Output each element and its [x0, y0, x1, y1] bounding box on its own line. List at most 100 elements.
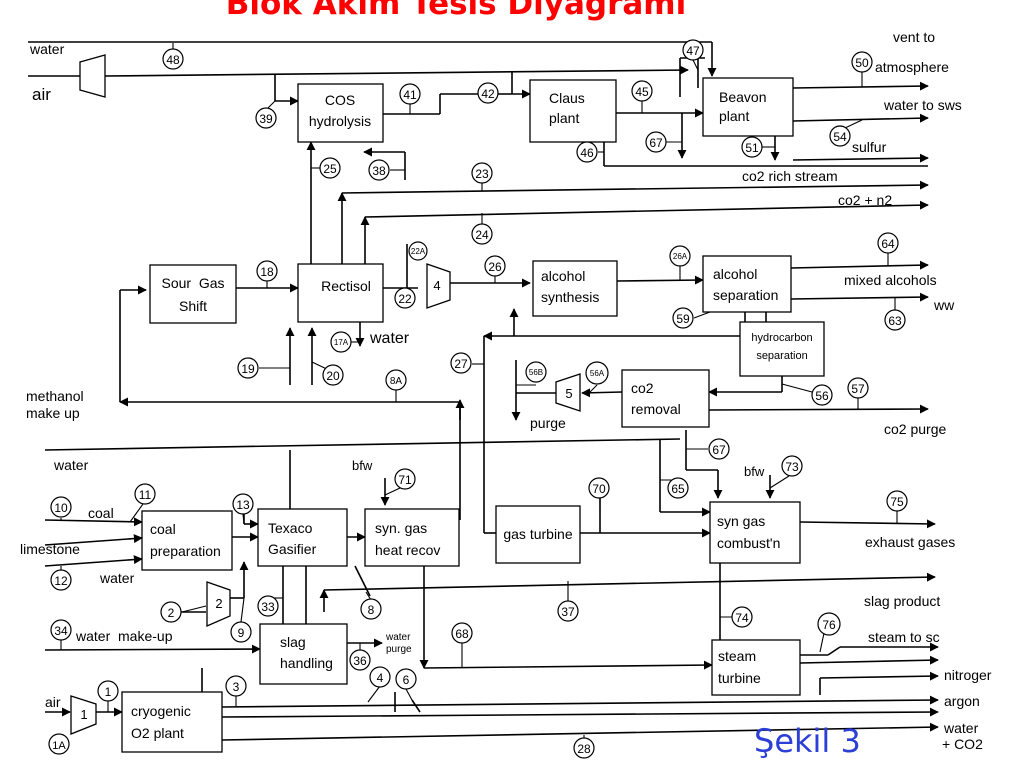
- stream-marker: 54: [829, 125, 851, 147]
- unit-label: alcohol: [541, 268, 585, 284]
- compressor-2: 2: [206, 581, 231, 627]
- stream-marker: 4: [369, 666, 391, 688]
- unit-box: [702, 255, 792, 313]
- flow-line: [799, 519, 936, 529]
- unit-claus-plant: Claus plant: [529, 79, 617, 143]
- flow-lines: [28, 41, 939, 741]
- stream-marker: 27: [450, 352, 472, 374]
- unit-label: separation: [713, 287, 778, 303]
- compressor-1: 1: [70, 695, 97, 735]
- label-purge: purge: [530, 415, 566, 431]
- stream-label: 23: [475, 167, 489, 181]
- stream-marker: 68: [451, 622, 473, 644]
- stream-marker: 23: [471, 162, 493, 184]
- label-sulfur: sulfur: [852, 139, 887, 155]
- label-slag-product: slag product: [864, 593, 940, 609]
- stream-label: 19: [241, 362, 255, 376]
- figure-caption: Şekil 3: [754, 722, 861, 760]
- label-water-make-up: water make-up: [75, 628, 173, 644]
- label-coal: coal: [88, 505, 114, 521]
- stream-marker: 48: [162, 48, 184, 70]
- label-water-rectisol: water: [369, 330, 410, 347]
- stream-label: 65: [671, 482, 685, 496]
- unit-alcohol-separation: alcohol separation: [702, 255, 792, 313]
- stream-marker: 33: [257, 595, 279, 617]
- compressor-4: 4: [426, 263, 451, 309]
- stream-marker: 22: [394, 287, 416, 309]
- unit-box: [121, 691, 223, 753]
- stream-marker: 34: [50, 619, 72, 641]
- unit-label: plant: [549, 110, 579, 126]
- stream-marker: 46: [576, 141, 598, 163]
- label-co2-rich-stream: co2 rich stream: [742, 168, 838, 184]
- label-make-up: make up: [26, 405, 80, 421]
- compressor-label: 5: [565, 386, 572, 401]
- flow-line: [354, 565, 371, 597]
- unit-box: [711, 639, 801, 696]
- flow-line: [411, 699, 421, 713]
- stream-label: 18: [260, 265, 274, 279]
- unit-label: Shift: [179, 298, 207, 314]
- unit-label: Texaco: [268, 520, 313, 536]
- unit-box: [297, 83, 384, 143]
- stream-label: 2: [168, 606, 175, 620]
- leader-line: [367, 685, 381, 703]
- compressor-air: [79, 54, 106, 98]
- stream-marker: 50: [851, 51, 873, 73]
- label-water-purge-2: purge: [386, 644, 412, 655]
- unit-box: [297, 263, 384, 323]
- stream-label: 8: [368, 603, 375, 617]
- unit-syn-gas-heat-recovery: syn. gas heat recov: [364, 508, 460, 567]
- unit-cos-hydrolysis: COS hydrolysis: [297, 83, 384, 143]
- stream-label: 22A: [411, 247, 426, 256]
- process-units: COS hydrolysis Claus plant Beavon plant …: [121, 77, 825, 753]
- stream-marker: 28: [573, 737, 595, 759]
- unit-label: Claus: [549, 90, 585, 106]
- unit-slag-handling: slag handling: [259, 623, 348, 685]
- stream-label: 12: [54, 574, 68, 588]
- compressor-shape: [206, 581, 231, 627]
- unit-label: Gasifier: [268, 541, 317, 557]
- unit-label: syn. gas: [375, 520, 427, 536]
- label-water-purge-1: water: [385, 632, 411, 643]
- stream-label: 9: [238, 626, 245, 640]
- stream-label: 42: [481, 87, 495, 101]
- stream-label: 51: [745, 141, 759, 155]
- diagram-title: Blok Akım Tesis Diyagramı: [225, 0, 687, 22]
- flow-line: [827, 646, 841, 656]
- unit-label: alcohol: [713, 266, 757, 282]
- stream-marker: 41: [399, 83, 421, 105]
- flow-labels: water air vent to atmosphere water to sw…: [20, 29, 992, 752]
- stream-marker: 11: [134, 483, 156, 505]
- stream-label: 26A: [673, 252, 688, 261]
- stream-marker: 22A: [408, 241, 428, 261]
- unit-label: steam: [718, 648, 756, 664]
- label-co2-purge: co2 purge: [884, 421, 946, 437]
- leader-line: [769, 475, 790, 489]
- stream-label: 36: [353, 654, 367, 668]
- flow-line: [221, 707, 939, 718]
- stream-marker: 76: [817, 612, 841, 636]
- stream-label: 45: [635, 85, 649, 99]
- unit-label: combust'n: [717, 535, 780, 551]
- label-nitrogen: nitroger: [944, 667, 992, 683]
- stream-label: 1: [105, 685, 112, 699]
- flow-line: [616, 275, 704, 285]
- stream-marker: 19: [237, 357, 259, 379]
- stream-label: 20: [326, 369, 340, 383]
- unit-syn-gas-combustion: syn gas combust'n: [709, 501, 801, 564]
- stream-label: 17A: [334, 338, 349, 347]
- flow-line: [341, 180, 929, 194]
- stream-label: 38: [372, 164, 386, 178]
- stream-label: 63: [888, 314, 902, 328]
- stream-marker: 56: [811, 384, 833, 406]
- unit-label: turbine: [718, 670, 761, 686]
- stream-label: 6: [403, 673, 410, 687]
- stream-marker: 45: [631, 80, 653, 102]
- leader-line: [181, 605, 207, 613]
- leader-line: [405, 688, 413, 701]
- stream-label: 13: [236, 498, 250, 512]
- unit-label: co2: [631, 380, 654, 396]
- compressor-shape: [70, 695, 97, 735]
- unit-label: plant: [719, 108, 749, 124]
